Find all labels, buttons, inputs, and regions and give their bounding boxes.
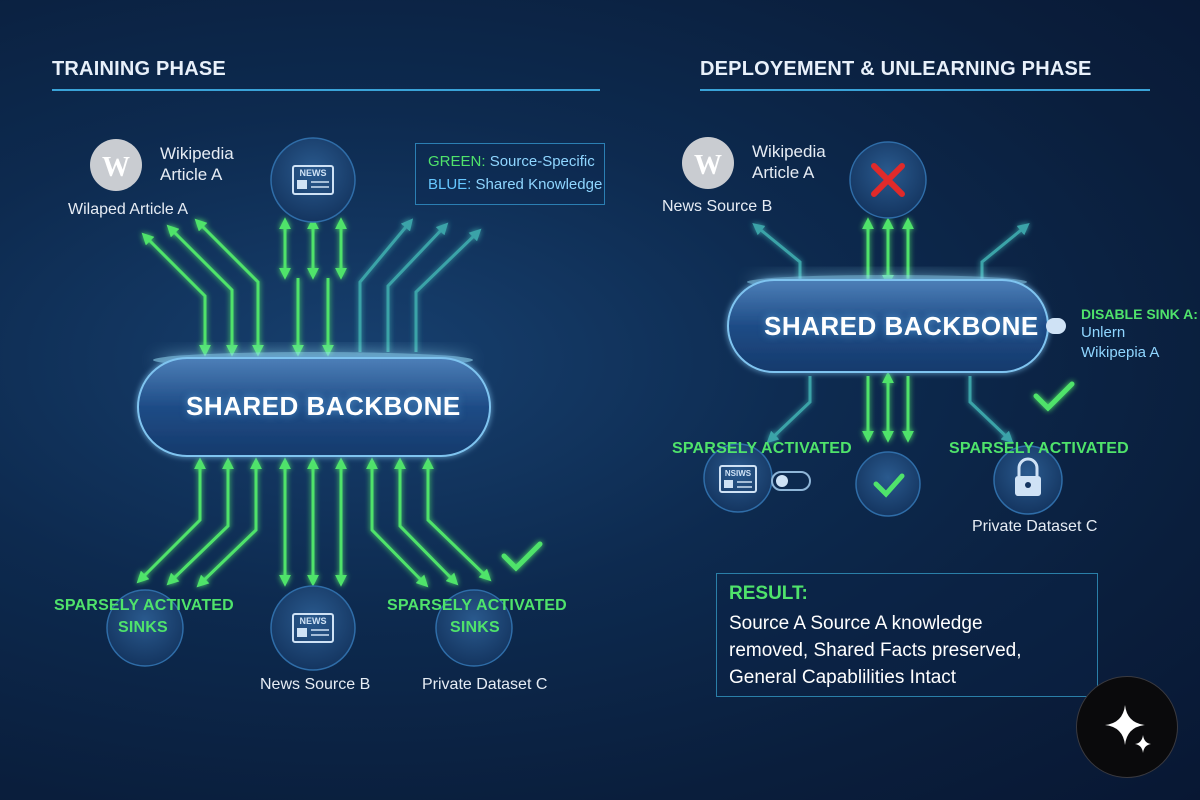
private-dataset-label: Private Dataset C <box>422 676 548 693</box>
disable-sink-head: DISABLE SINK A: <box>1081 306 1198 322</box>
deploy-private-label: Private Dataset C <box>972 518 1098 535</box>
deploy-wiki-title-line2: Article A <box>752 163 815 182</box>
deploy-news-caption: News Source B <box>662 198 773 215</box>
svg-text:W: W <box>694 150 722 181</box>
disable-sink-line2: Wikipepia A <box>1081 344 1160 361</box>
legend-blue-key: BLUE: <box>428 176 472 193</box>
wiki-caption: Wilaped Article A <box>68 201 189 218</box>
legend-box: GREEN: Source-Specific BLUE: Shared Know… <box>415 143 605 205</box>
disable-sink-line1: Unlern <box>1081 324 1126 341</box>
toggle-icon <box>771 471 811 491</box>
sink-label-right-line1: SPARSELY ACTIVATED <box>387 597 567 614</box>
checkmark-icon <box>501 541 543 572</box>
sink-label-left-line1: SPARSELY ACTIVATED <box>54 597 234 614</box>
result-heading: RESULT: <box>729 583 808 604</box>
training-backbone <box>137 352 491 457</box>
deployment-heading: DEPLOYEMENT & UNLEARNING PHASE <box>700 58 1092 80</box>
result-box: RESULT: Source A Source A knowledge remo… <box>716 573 1098 697</box>
result-line3: General Capablilities Intact <box>729 667 957 688</box>
wiki-title-line1: Wikipedia <box>160 144 234 163</box>
deploy-sink-right: SPARSELY ACTIVATED <box>949 440 1129 457</box>
legend-blue-value: Shared Knowledge <box>475 176 603 193</box>
newspaper-icon: NEWS <box>270 585 356 671</box>
deploy-sink-left: SPARSELY ACTIVATED <box>672 440 852 457</box>
wiki-title-line2: Article A <box>160 165 223 184</box>
training-backbone-label: SHARED BACKBONE <box>186 391 461 421</box>
sink-label-right-line2: SINKS <box>450 619 500 636</box>
newspaper-icon: NSIWS <box>703 443 773 513</box>
result-text: Source A Source A knowledge removed, Sha… <box>729 610 1022 691</box>
result-line1: Source A Source A knowledge <box>729 613 983 634</box>
red-x-icon <box>849 141 927 219</box>
newspaper-icon: NEWS <box>270 137 356 223</box>
svg-text:NEWS: NEWS <box>300 168 327 178</box>
wikipedia-icon: W <box>682 137 734 189</box>
deploy-wiki-title-line1: Wikipedia <box>752 142 826 161</box>
deployment-bottom-arrows <box>766 371 1014 444</box>
sparkle-button[interactable] <box>1076 676 1178 778</box>
deployment-backbone-label: SHARED BACKBONE <box>764 311 1039 341</box>
result-line2: removed, Shared Facts preserved, <box>729 640 1022 661</box>
training-bottom-arrows <box>136 457 492 588</box>
legend-green-value: Source-Specific <box>489 153 595 170</box>
checkmark-icon <box>1033 381 1075 412</box>
training-heading: TRAINING PHASE <box>52 58 226 80</box>
sink-circle-left <box>106 589 184 667</box>
svg-text:NEWS: NEWS <box>300 616 327 626</box>
sparkle-icon <box>1105 705 1151 753</box>
sink-circle-right <box>435 589 513 667</box>
deployment-backbone <box>727 275 1066 373</box>
news-source-label: News Source B <box>260 676 371 693</box>
legend-green-key: GREEN: <box>428 153 486 170</box>
checkmark-icon <box>855 451 921 517</box>
wikipedia-icon: W <box>90 139 142 191</box>
svg-text:W: W <box>102 152 130 183</box>
svg-text:NSIWS: NSIWS <box>725 469 752 478</box>
padlock-icon <box>993 445 1063 515</box>
deployment-top-arrows <box>752 217 1030 287</box>
training-top-arrows <box>141 217 482 357</box>
sink-label-left-line2: SINKS <box>118 619 168 636</box>
